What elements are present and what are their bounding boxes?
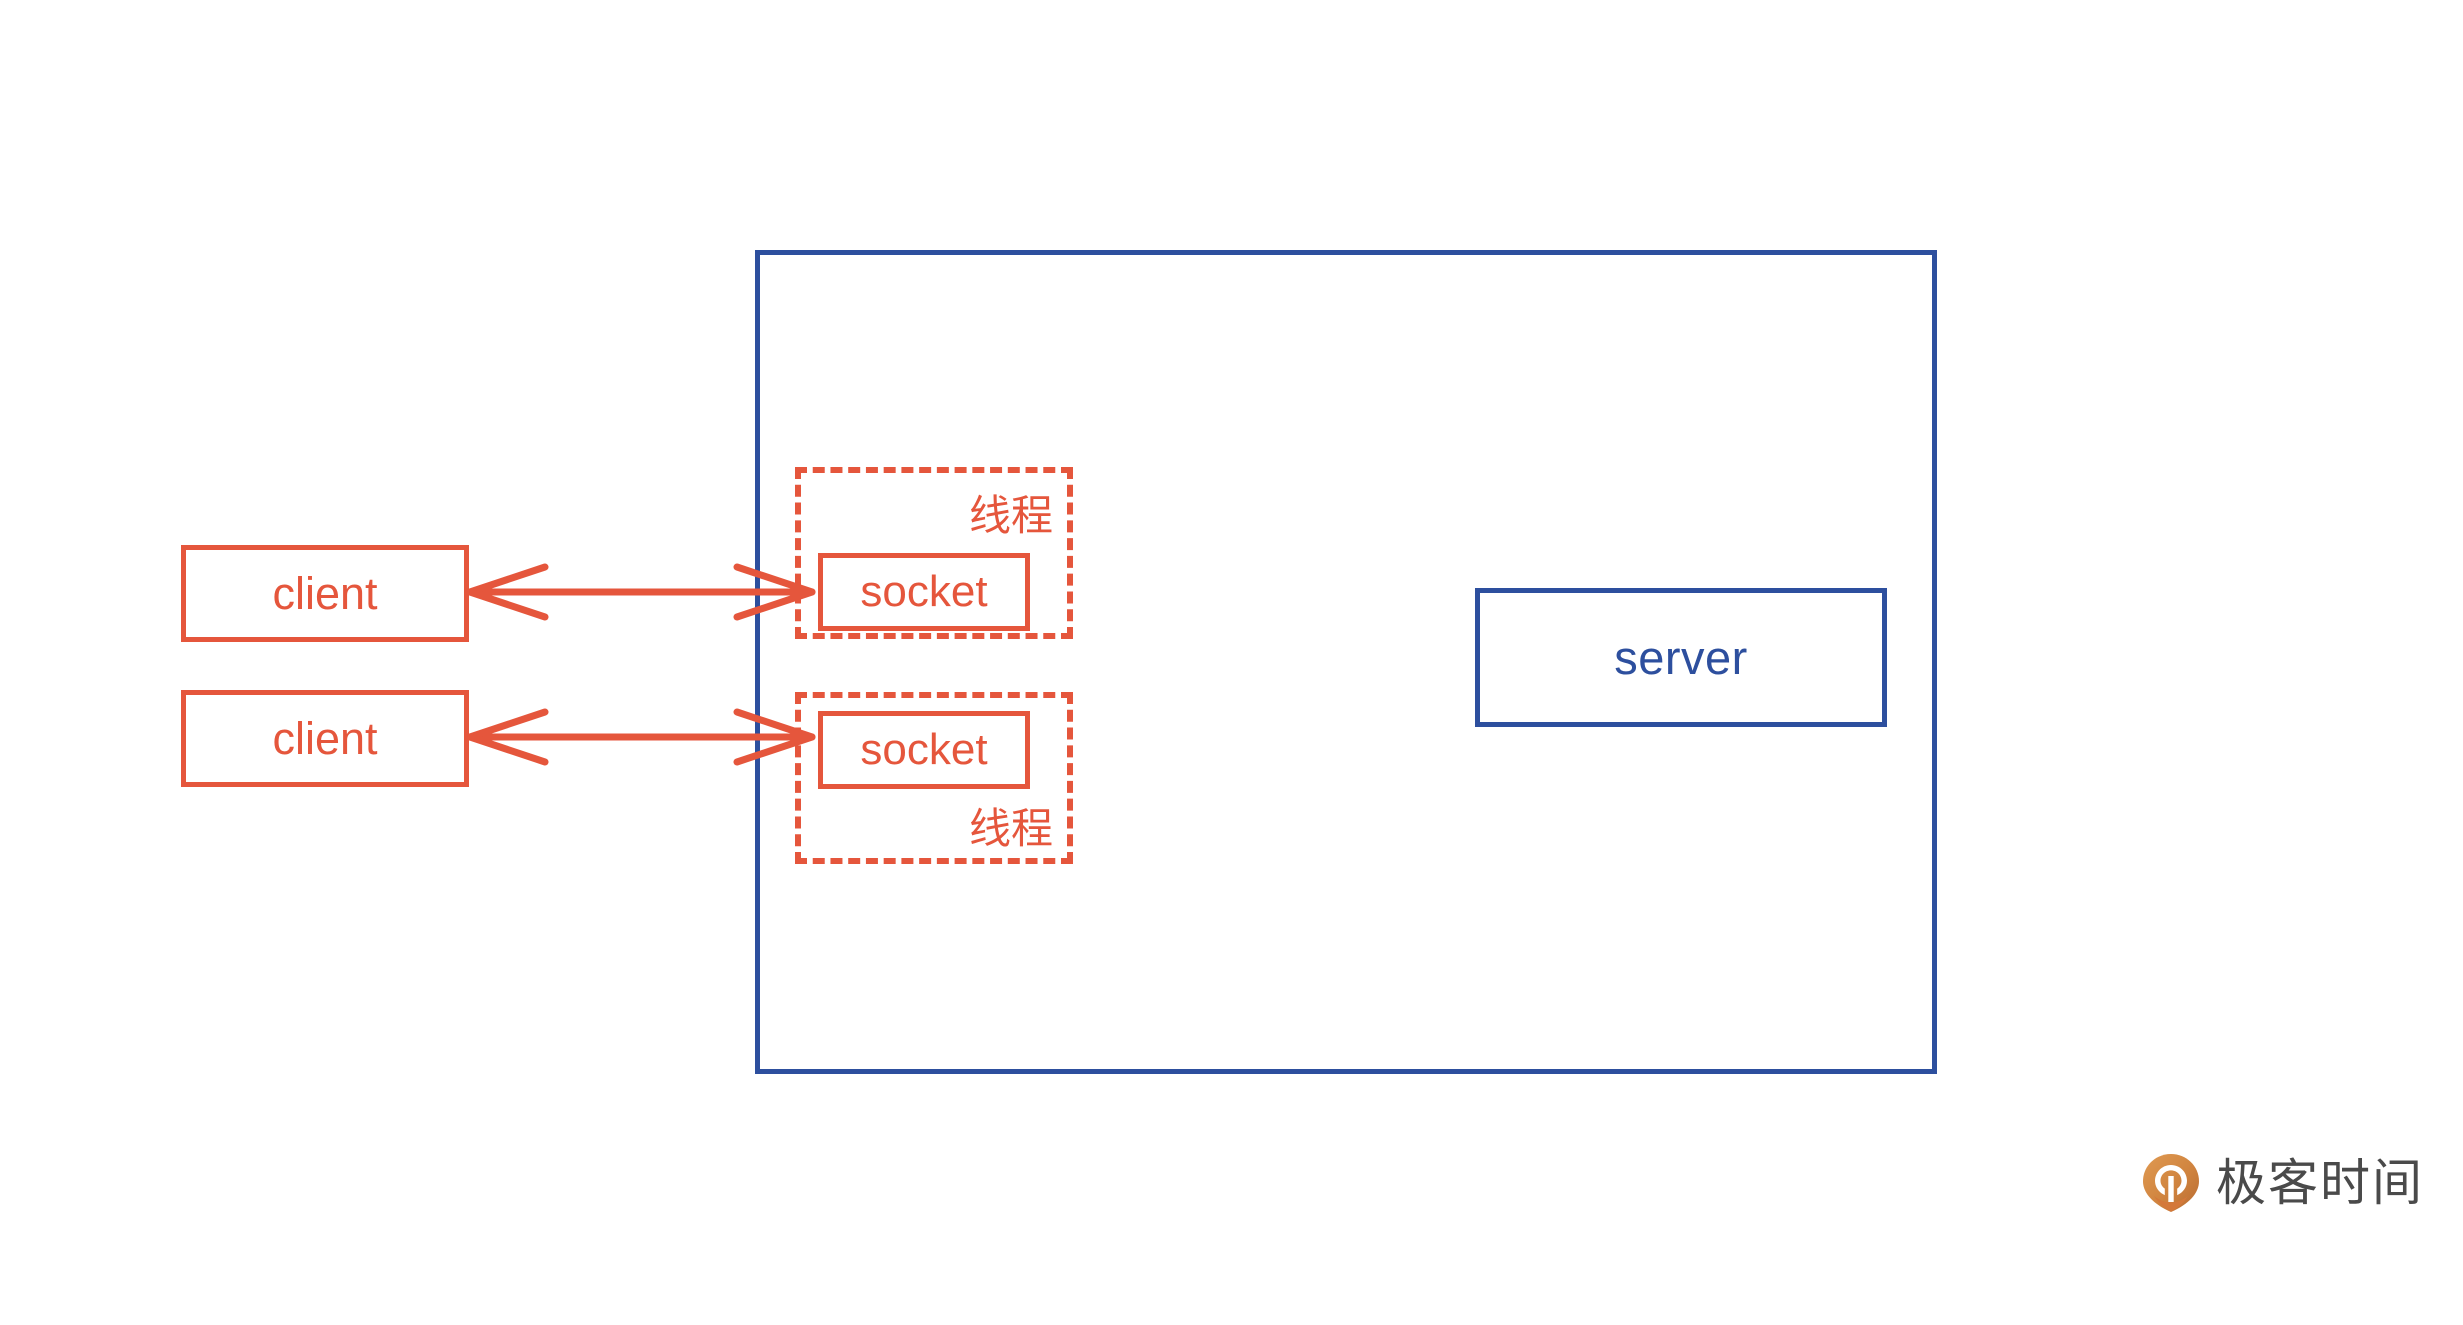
client-label-2: client (272, 713, 378, 764)
client-box-2[interactable]: client (181, 690, 469, 787)
thread-box-1[interactable]: 线程 socket (795, 467, 1073, 639)
geektime-pin-icon (2140, 1152, 2202, 1214)
socket-box-1[interactable]: socket (818, 553, 1030, 631)
thread-label-2: 线程 (969, 805, 1054, 852)
server-label: server (1614, 631, 1748, 684)
server-box[interactable]: server (1475, 588, 1887, 727)
socket-label-1: socket (860, 567, 988, 616)
watermark-text: 极客时间 (2216, 1154, 2424, 1212)
thread-label-1: 线程 (969, 492, 1054, 539)
client-box-1[interactable]: client (181, 545, 469, 642)
thread-box-2[interactable]: socket 线程 (795, 692, 1073, 864)
socket-box-2[interactable]: socket (818, 711, 1030, 789)
server-container-box (755, 250, 1937, 1074)
watermark: 极客时间 (2140, 1152, 2424, 1214)
socket-label-2: socket (860, 725, 988, 774)
client-label-1: client (272, 568, 378, 619)
